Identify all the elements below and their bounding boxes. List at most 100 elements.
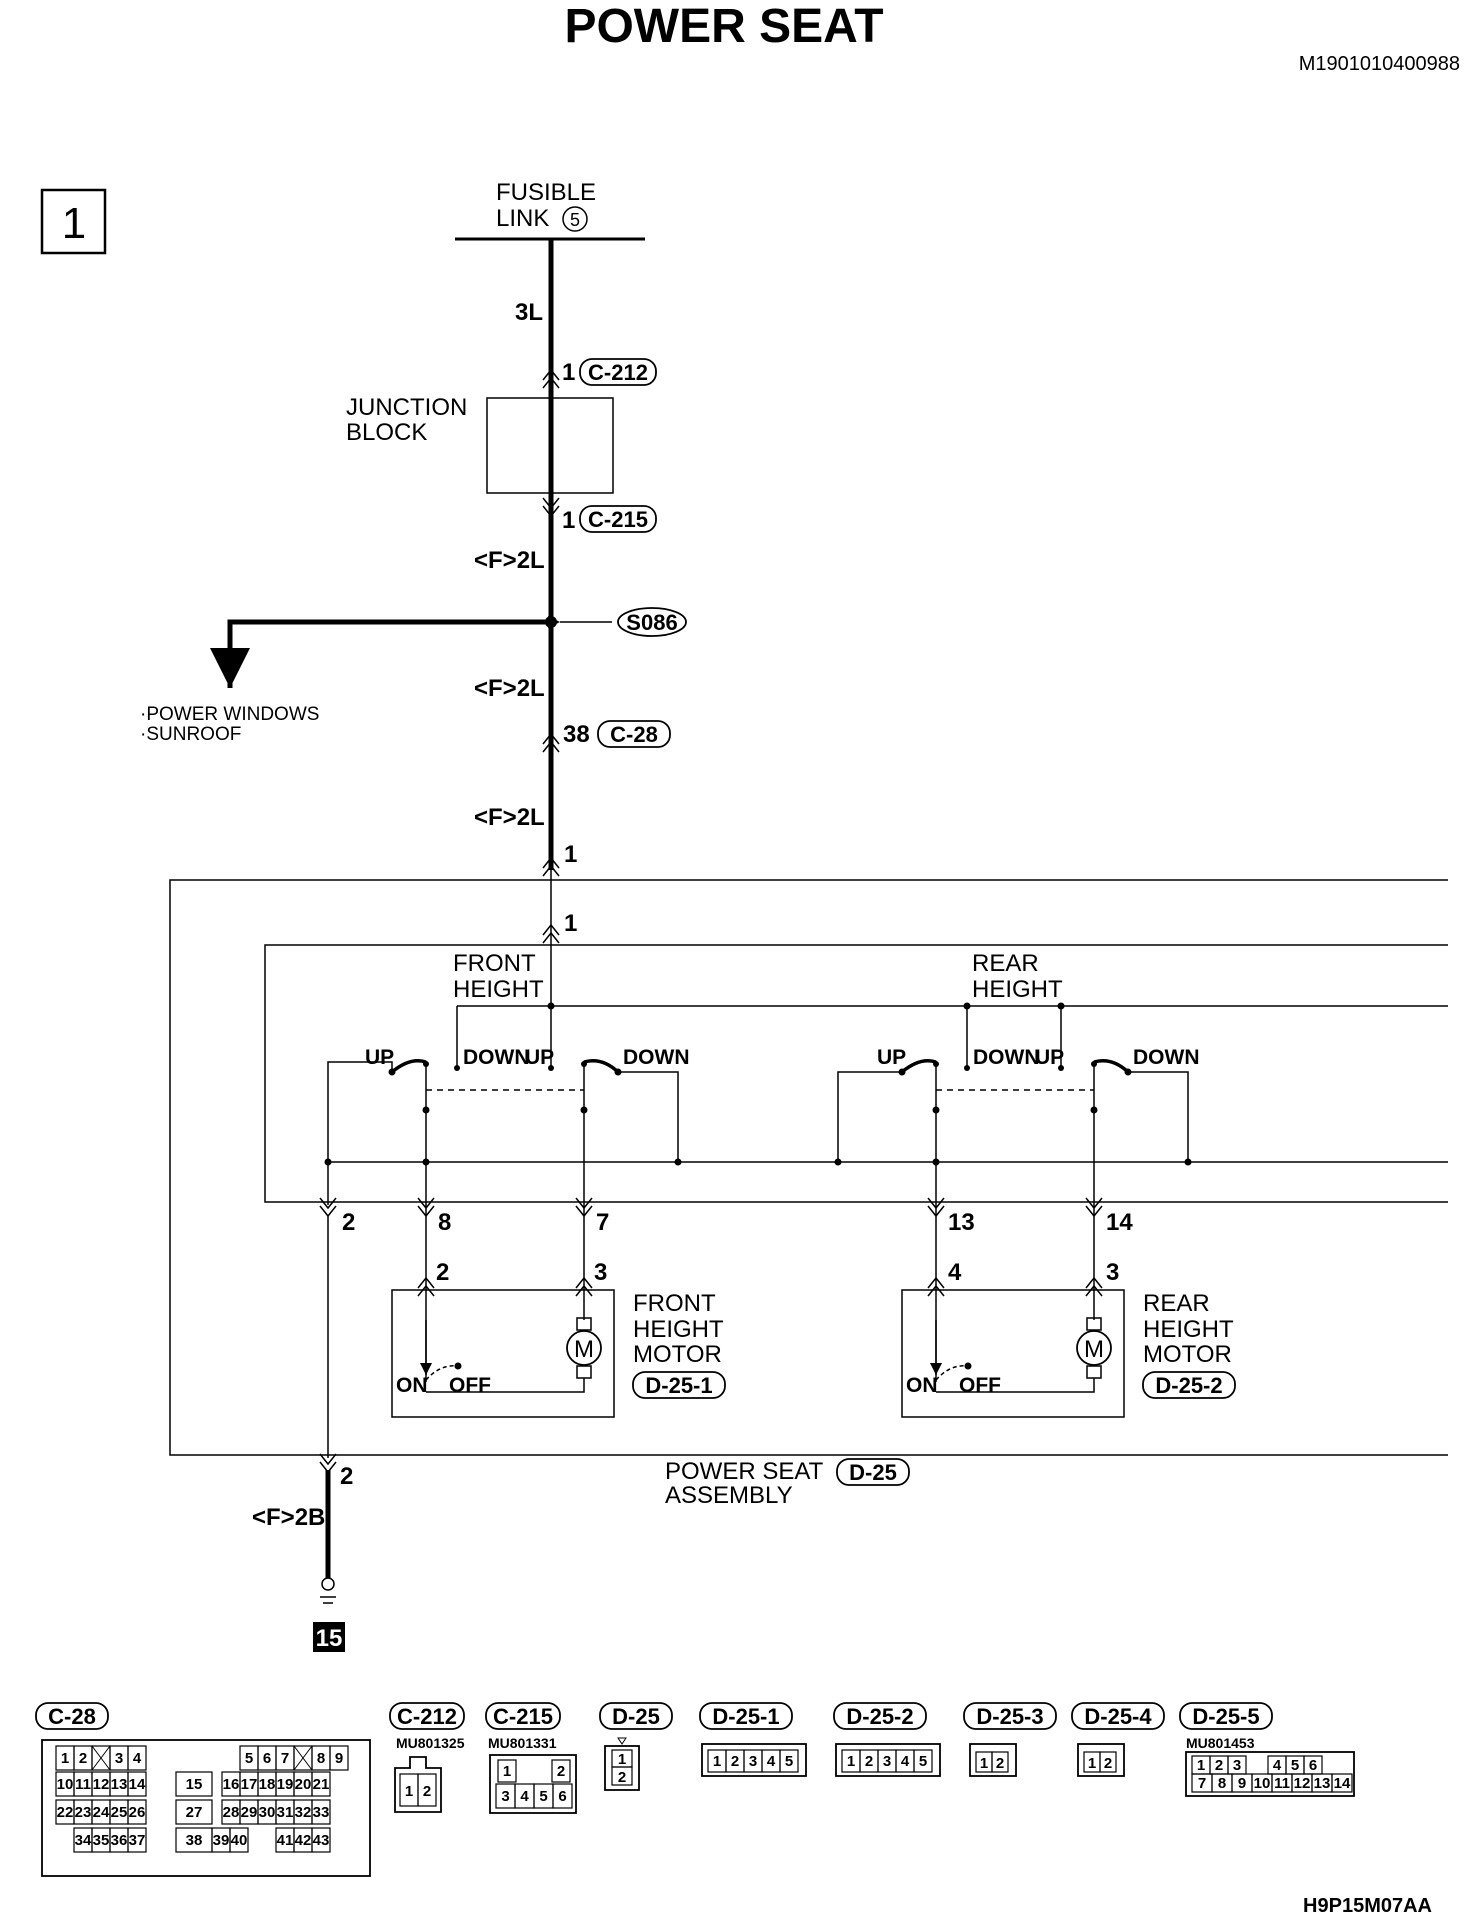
c28-pin-number: 4 xyxy=(133,1750,142,1767)
fusible-link-number-circle xyxy=(562,206,588,232)
c28-pin-number: 5 xyxy=(245,1750,253,1767)
pin-13: 13 xyxy=(948,1209,975,1236)
c28-blank-cell xyxy=(91,1745,111,1771)
wire-f2l-1: <F>2L xyxy=(474,547,545,574)
splice-tag xyxy=(617,607,687,637)
fusible-link-label-2: LINK xyxy=(496,205,549,232)
c212-connector-view xyxy=(394,1756,442,1813)
c215-pin: 1 xyxy=(562,507,575,534)
c215-pin-cell xyxy=(497,1759,517,1783)
junction-block-box xyxy=(486,397,614,494)
front-motor-pin-a: 2 xyxy=(436,1259,449,1286)
rear-height-motor-box xyxy=(901,1289,1125,1418)
front-switch1-down: DOWN xyxy=(463,1046,530,1069)
c215-part: MU801331 xyxy=(488,1735,557,1751)
d25-tag xyxy=(836,1458,910,1486)
svg-text:2: 2 xyxy=(996,1755,1004,1772)
c28-pin-number: 38 xyxy=(186,1832,203,1849)
front-motor-symbol: M xyxy=(574,1336,594,1363)
d25-5-pin-number: 11 xyxy=(1274,1775,1290,1792)
c215-connector-view xyxy=(489,1754,577,1814)
front-motor-on: ON xyxy=(396,1374,428,1397)
d25-5-pin-number: 7 xyxy=(1198,1775,1206,1792)
front-height-label-2: HEIGHT xyxy=(453,976,544,1003)
switch-box xyxy=(264,944,1448,1203)
c215-pin-number: 2 xyxy=(557,1763,565,1780)
d25-5-pin-number: 4 xyxy=(1273,1757,1282,1774)
d25-5-connector-view xyxy=(1185,1751,1355,1797)
c28-pin-number: 20 xyxy=(295,1776,312,1793)
c28-connector-view xyxy=(41,1739,371,1877)
d25-5-pin-number: 6 xyxy=(1309,1757,1317,1774)
c28-pin-cell xyxy=(229,1827,249,1853)
wire-f2b: <F>2B xyxy=(252,1504,325,1531)
front-motor-pin-b: 3 xyxy=(594,1259,607,1286)
d252-pin-number: 3 xyxy=(883,1753,891,1770)
rear-motor-off: OFF xyxy=(959,1374,1001,1397)
c28-pin-cell xyxy=(311,1771,331,1797)
d25-5-pin-number: 9 xyxy=(1238,1775,1246,1792)
d252-pin-number: 1 xyxy=(847,1753,855,1770)
c28-pin-number: 7 xyxy=(281,1750,289,1767)
c28-pin-number: 23 xyxy=(75,1804,92,1821)
c215-pin-number: 4 xyxy=(520,1788,529,1805)
c28-pin-number: 16 xyxy=(223,1776,240,1793)
c212-part: MU801325 xyxy=(396,1735,465,1751)
c28-pin-number: 36 xyxy=(111,1832,128,1849)
d251-pin-number: 3 xyxy=(749,1753,757,1770)
junction-block-label-2: BLOCK xyxy=(346,419,427,446)
c28-pin-number: 18 xyxy=(259,1776,276,1793)
c28-pin-number: 37 xyxy=(129,1832,146,1849)
d25-5-pin-number: 10 xyxy=(1254,1775,1271,1792)
svg-text:2: 2 xyxy=(423,1783,431,1800)
c212-view-name: C-212 xyxy=(397,1704,457,1729)
c215-pin-number: 6 xyxy=(558,1788,566,1805)
front-switch1-up: UP xyxy=(365,1046,394,1069)
c28-pin-number: 13 xyxy=(111,1776,128,1793)
d251-pin-number: 5 xyxy=(785,1753,793,1770)
c28-pin-number: 34 xyxy=(75,1832,92,1849)
c28-blank-cell xyxy=(293,1745,313,1771)
rear-motor-label-3: MOTOR xyxy=(1143,1341,1232,1368)
d252-pin-number: 5 xyxy=(919,1753,927,1770)
c212-pin: 1 xyxy=(562,359,575,386)
pin-8: 8 xyxy=(438,1209,451,1236)
wire-f2l-2: <F>2L xyxy=(474,675,545,702)
svg-text:2: 2 xyxy=(1104,1755,1112,1772)
d25-3-connector-view xyxy=(969,1743,1017,1777)
c28-pin-cell xyxy=(175,1771,213,1797)
d25-2-view-name: D-25-2 xyxy=(846,1704,913,1729)
d252-pin-number: 4 xyxy=(901,1753,910,1770)
c28-pin-number: 9 xyxy=(335,1750,343,1767)
d25-5-pin-cell xyxy=(1331,1773,1353,1793)
c28-pin: 38 xyxy=(563,721,590,748)
d25-3-view-name: D-25-3 xyxy=(976,1704,1043,1729)
c28-pin-number: 31 xyxy=(277,1804,294,1821)
rear-switch1-down: DOWN xyxy=(973,1046,1040,1069)
d251-pin-number: 4 xyxy=(767,1753,776,1770)
c28-pin-number: 43 xyxy=(313,1832,330,1849)
d25-1-name: D-25-1 xyxy=(645,1373,712,1398)
c28-pin-number: 22 xyxy=(57,1804,74,1821)
d25-4-connector-view xyxy=(1077,1743,1125,1777)
c215-pin-cell xyxy=(551,1759,571,1783)
pin-7: 7 xyxy=(596,1209,609,1236)
d25-5-pin-number: 12 xyxy=(1294,1775,1311,1792)
front-motor-label-2: HEIGHT xyxy=(633,1316,724,1343)
svg-text:2: 2 xyxy=(618,1769,626,1786)
pin-14: 14 xyxy=(1106,1209,1133,1236)
c28-blank-mark xyxy=(293,1745,313,1771)
d251-pin-number: 2 xyxy=(731,1753,739,1770)
power-seat-assembly-box xyxy=(169,879,1448,1456)
svg-text:1: 1 xyxy=(405,1783,413,1800)
rear-motor-symbol: M xyxy=(1084,1336,1104,1363)
c215-pin-number: 1 xyxy=(503,1763,511,1780)
connector-c212-symbol xyxy=(542,368,560,389)
front-height-label: FRONT xyxy=(453,950,536,977)
d25-connector-view xyxy=(604,1745,640,1791)
c28-pin-cell xyxy=(175,1799,213,1825)
assembly-label: POWER SEAT xyxy=(665,1458,824,1485)
